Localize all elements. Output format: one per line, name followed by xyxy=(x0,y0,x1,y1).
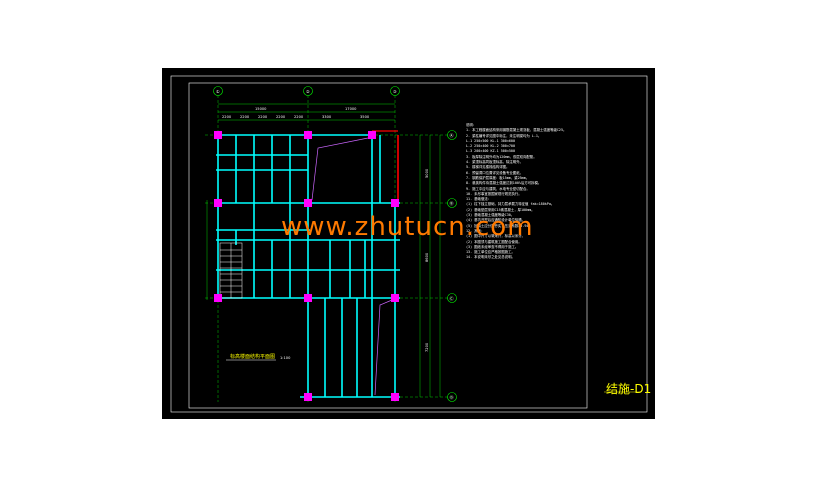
watermark-text: www.zhutucn.com xyxy=(281,212,534,242)
inner-frame xyxy=(188,82,588,409)
dim-top-seg-7: 3500 xyxy=(360,115,370,119)
note-line: 9. 施工中应与建筑、水电专业密切配合。 xyxy=(466,186,530,191)
axis-label-top-2: ② xyxy=(306,89,310,94)
axis-label-right-2: Ⓑ xyxy=(450,200,454,206)
dim-top-seg-4: 2200 xyxy=(276,115,286,119)
note-line: (2) 基础垫层采用C15素混凝土，厚100mm。 xyxy=(466,207,535,212)
column-marker-icon xyxy=(214,294,222,302)
note-line: 说明： xyxy=(466,123,477,127)
dim-top-seg-1: 2200 xyxy=(222,115,232,119)
column-marker-icon xyxy=(214,199,222,207)
note-line: 8. 悬挑构件待混凝土强度达到100%后方可拆模。 xyxy=(466,181,542,186)
plan-scale: 1:100 xyxy=(280,356,291,360)
sheet-title: 结施-D1 xyxy=(606,382,652,396)
column-marker-icon xyxy=(304,294,312,302)
column-marker-icon xyxy=(214,131,222,139)
slab-marks xyxy=(311,137,393,396)
note-line: L-1 250×500 KL-1 300×600 xyxy=(466,138,515,143)
axis-bubble-icon xyxy=(390,86,400,96)
column-marker-icon xyxy=(391,393,399,401)
column-marker-icon xyxy=(391,294,399,302)
general-notes: 说明：1. 本工程楼面结构采用钢筋混凝土现浇板，混凝土强度等级C25。2. 梁柱… xyxy=(466,123,584,261)
note-line: 12. 其他： xyxy=(466,228,485,233)
note-line: 7. 钢筋保护层厚度：板15mm，梁25mm。 xyxy=(466,175,530,180)
note-line: (3) 基础混凝土强度等级C30。 xyxy=(466,213,515,218)
note-line: (4) 基坑开挖后应通知设计单位验槽。 xyxy=(466,218,526,223)
note-line: L-2 250×400 KL-2 300×700 xyxy=(466,144,515,149)
column-marker-icon xyxy=(368,131,376,139)
note-line: (1) 柱下独立基础，持力层承载力特征值 fak=180kPa。 xyxy=(466,202,555,207)
note-line: (1) 图中尺寸以毫米计，标高以米计。 xyxy=(466,234,526,239)
column-marker-icon xyxy=(304,199,312,207)
drawing-sheet xyxy=(162,68,655,419)
axis-bubble-icon xyxy=(303,86,313,96)
axis-bubble-icon xyxy=(447,392,457,402)
dim-top-overall-1: 15000 xyxy=(255,107,267,111)
plan-title: 标高楼面结构平面图 xyxy=(230,354,276,360)
axis-label-right-1: Ⓐ xyxy=(450,132,454,138)
axis-bubble-icon xyxy=(213,86,223,96)
note-line: 10. 未尽事宜按国家现行规范执行。 xyxy=(466,191,522,196)
note-line: 6. 预留洞口位置详见设备专业图纸。 xyxy=(466,170,523,175)
beam-grid xyxy=(216,134,400,398)
dim-top-seg-5: 2200 xyxy=(294,115,304,119)
note-line: 13. 施工单位应严格按图施工。 xyxy=(466,250,515,255)
note-line: 11. 基础做法： xyxy=(466,197,492,202)
staircase xyxy=(219,242,243,299)
axis-bubble-icon xyxy=(447,293,457,303)
axis-bubble-icon xyxy=(447,130,457,140)
note-line: 3. 板厚除注明外均为120mm，双层双向配筋。 xyxy=(466,154,537,159)
axis-label-right-4: Ⓓ xyxy=(450,394,454,400)
dim-right-2: 8600 xyxy=(425,252,429,262)
note-line: 14. 本说明未尽之处见总说明。 xyxy=(466,255,515,260)
axis-bubble-icon xyxy=(447,198,457,208)
note-line: (3) 图纸未经审查不得用于施工。 xyxy=(466,244,519,249)
top-dimensions: 15000 17000 2200 2200 2200 2200 2200 330… xyxy=(218,103,395,121)
outer-frame xyxy=(170,75,648,413)
column-marker-icon xyxy=(304,393,312,401)
dim-right-1: 5000 xyxy=(425,168,429,178)
column-marker-icon xyxy=(304,131,312,139)
columns xyxy=(214,131,399,401)
note-line: L-3 200×400 KZ-1 500×500 xyxy=(466,149,515,154)
column-marker-icon xyxy=(391,199,399,207)
note-line: (5) 回填土应分层夯实，压实系数≥0.94。 xyxy=(466,223,532,228)
right-dimensions: 5000 8600 7200 xyxy=(419,135,441,397)
note-line: 1. 本工程楼面结构采用钢筋混凝土现浇板，混凝土强度等级C25。 xyxy=(466,128,567,133)
axis-label-right-3: Ⓒ xyxy=(450,295,454,301)
note-line: 2. 梁柱编号详见图中标注，未注明梁均为 L-1。 xyxy=(466,133,542,138)
dim-top-seg-3: 2200 xyxy=(258,115,268,119)
note-line: 4. 梁顶标高同板顶标高，除注明外。 xyxy=(466,160,523,165)
dim-top-overall-2: 17000 xyxy=(345,107,357,111)
note-line: (2) 本图须与建筑施工图配合使用。 xyxy=(466,239,522,244)
dim-top-seg-2: 2200 xyxy=(240,115,250,119)
dim-top-seg-6: 3300 xyxy=(322,115,332,119)
dim-right-3: 7200 xyxy=(425,342,429,352)
note-line: 5. 楼梯详见楼梯结构详图。 xyxy=(466,165,510,170)
axis-label-top-3: ③ xyxy=(393,89,397,94)
axis-label-top-1: ① xyxy=(216,89,220,94)
